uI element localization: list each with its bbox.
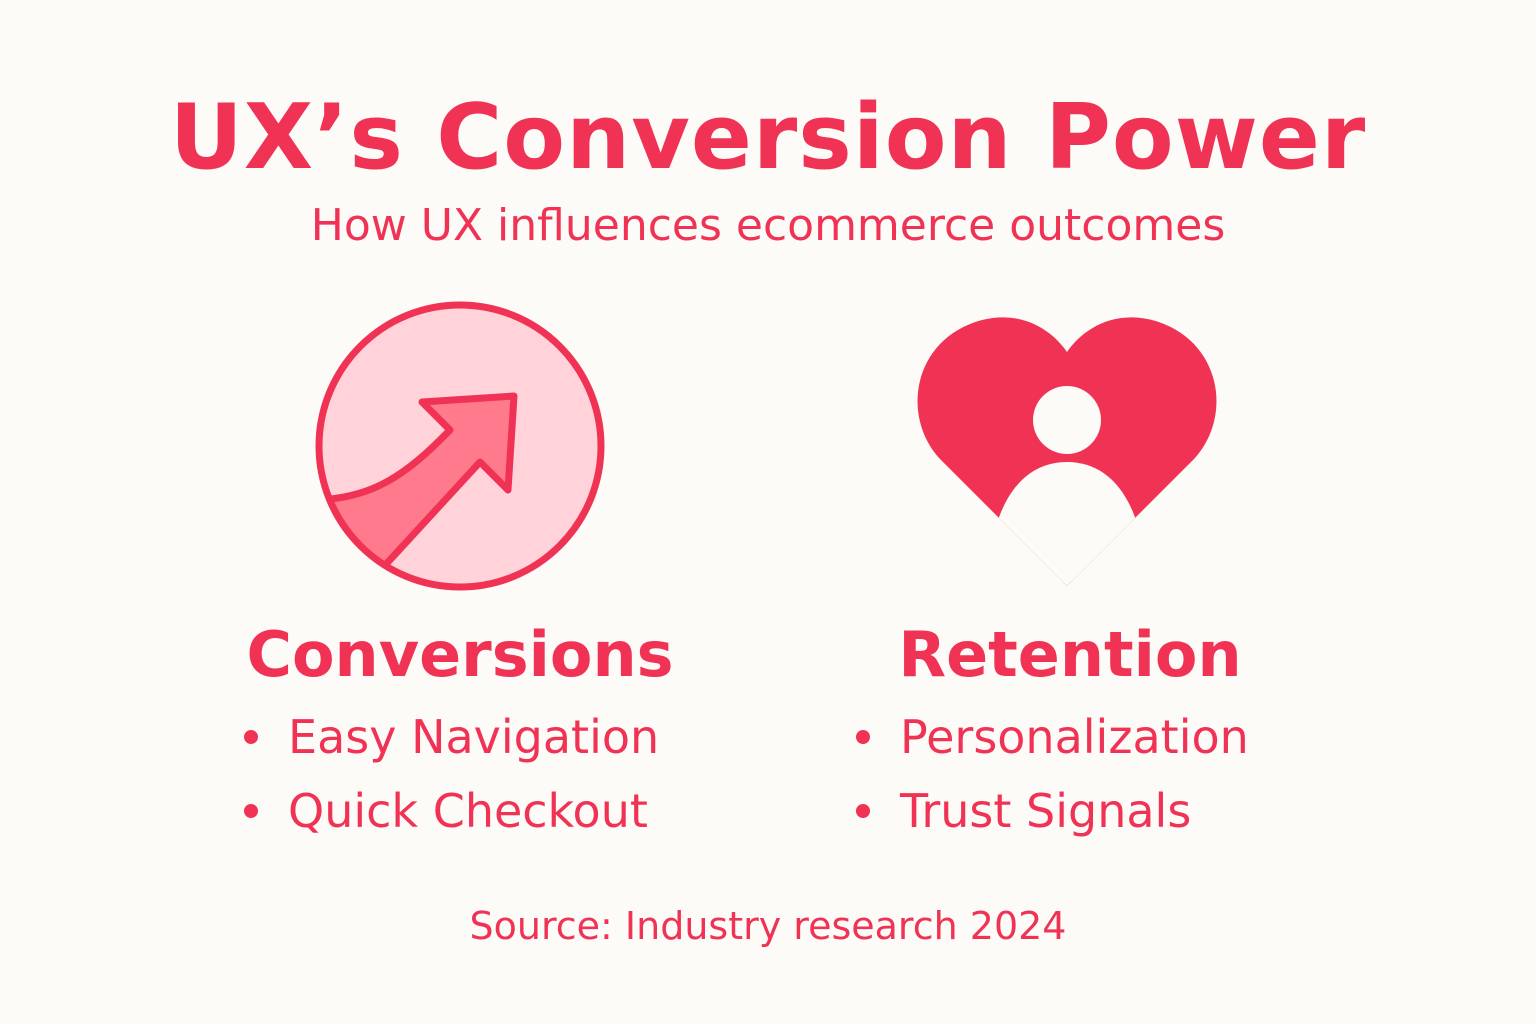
list-item-label: Quick Checkout <box>288 784 648 838</box>
retention-heading: Retention <box>898 618 1242 691</box>
retention-list: Personalization Trust Signals <box>856 700 1249 848</box>
trending-up-arrow-icon <box>315 301 605 591</box>
page-subtitle: How UX influences ecommerce outcomes <box>310 200 1226 251</box>
conversions-heading: Conversions <box>246 618 674 691</box>
bullet-icon <box>856 803 870 818</box>
list-item: Personalization <box>856 700 1249 774</box>
list-item-label: Trust Signals <box>900 784 1192 838</box>
bullet-icon <box>856 729 870 744</box>
list-item-label: Personalization <box>900 710 1249 764</box>
bullet-icon <box>244 729 258 744</box>
list-item: Easy Navigation <box>244 700 659 774</box>
list-item: Trust Signals <box>856 774 1249 848</box>
bullet-icon <box>244 803 258 818</box>
source-note: Source: Industry research 2024 <box>469 904 1067 948</box>
list-item: Quick Checkout <box>244 774 659 848</box>
conversions-list: Easy Navigation Quick Checkout <box>244 700 659 848</box>
list-item-label: Easy Navigation <box>288 710 660 764</box>
page-title: UX’s Conversion Power <box>169 85 1367 190</box>
heart-user-icon <box>917 317 1217 586</box>
